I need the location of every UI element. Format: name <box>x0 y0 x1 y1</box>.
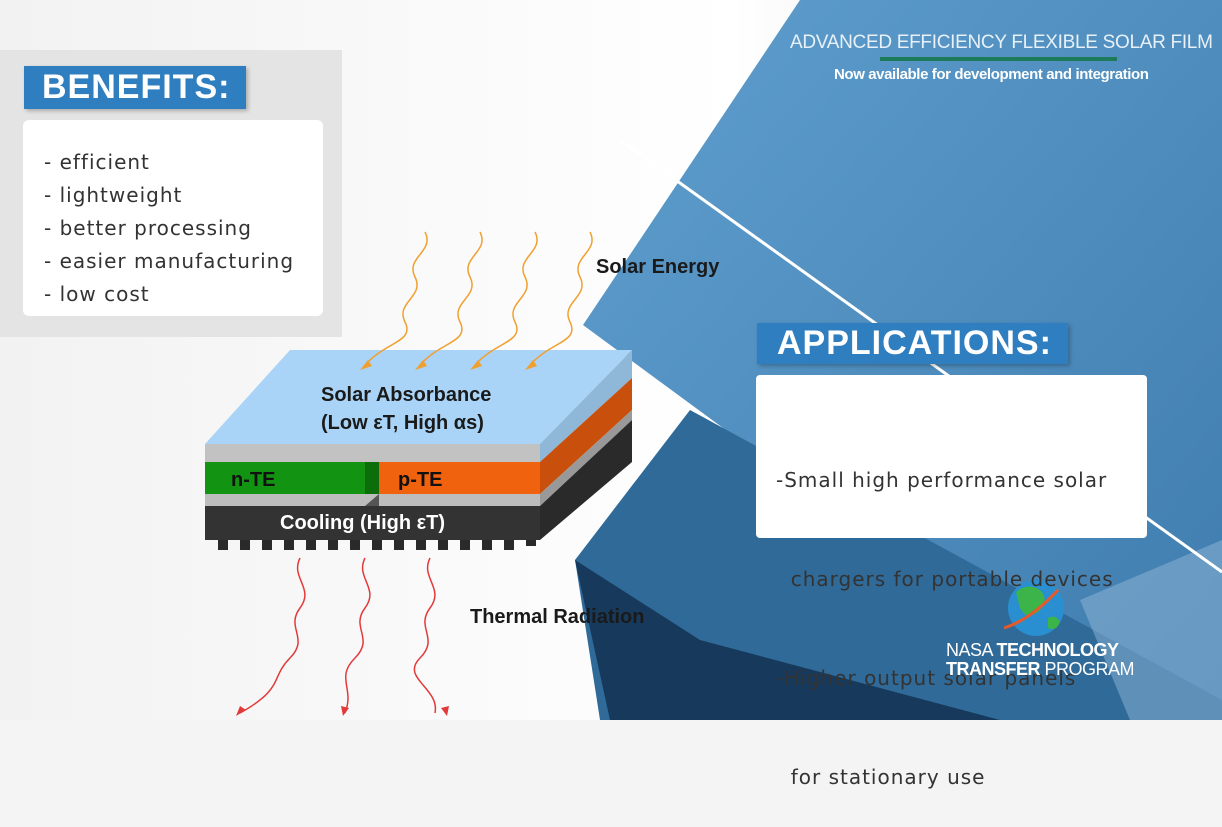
thermal-radiation-label: Thermal Radiation <box>470 606 645 628</box>
applications-box <box>756 375 1147 538</box>
dark-blue-shape <box>575 560 1000 720</box>
solar-energy-label: Solar Energy <box>596 256 720 278</box>
benefit-item: - efficient <box>44 150 150 174</box>
benefit-item: - better processing <box>44 216 252 240</box>
header-title: ADVANCED EFFICIENCY FLEXIBLE SOLAR FILM <box>790 32 1213 53</box>
nasa-logo-line1: NASA TECHNOLOGY <box>946 640 1119 660</box>
thermoelectric-diagram <box>205 350 632 550</box>
header-subtitle: Now available for development and integr… <box>834 66 1149 83</box>
mid-blue-shape <box>575 410 1222 720</box>
absorbance-sub-label: (Low εT, High αs) <box>321 412 484 434</box>
application-item: -Small high performance solar <box>776 468 1108 492</box>
benefit-item: - lightweight <box>44 183 183 207</box>
application-item: for stationary use <box>776 765 986 789</box>
application-item: chargers for portable devices <box>776 567 1114 591</box>
header-underline <box>880 57 1117 61</box>
benefits-title: BENEFITS: <box>24 66 247 109</box>
benefits-box <box>23 120 323 316</box>
benefit-item: - low cost <box>44 282 150 306</box>
cooling-label: Cooling (High εT) <box>280 512 445 534</box>
n-te-label: n-TE <box>231 469 276 491</box>
nasa-logo-line2: TRANSFER PROGRAM <box>946 659 1135 679</box>
absorbance-label: Solar Absorbance <box>321 384 492 406</box>
p-te-label: p-TE <box>398 469 443 491</box>
thermal-radiation-arrows <box>239 557 437 714</box>
nasa-globe-logo <box>1003 580 1064 636</box>
benefits-list: - efficient - lightweight - better proce… <box>44 146 294 311</box>
benefit-item: - easier manufacturing <box>44 249 295 273</box>
solar-energy-arrows <box>364 231 593 366</box>
applications-list: -Small high performance solar chargers f… <box>776 398 1114 827</box>
application-item: -Higher output solar panels <box>776 666 1077 690</box>
applications-title: APPLICATIONS: <box>757 323 1068 364</box>
